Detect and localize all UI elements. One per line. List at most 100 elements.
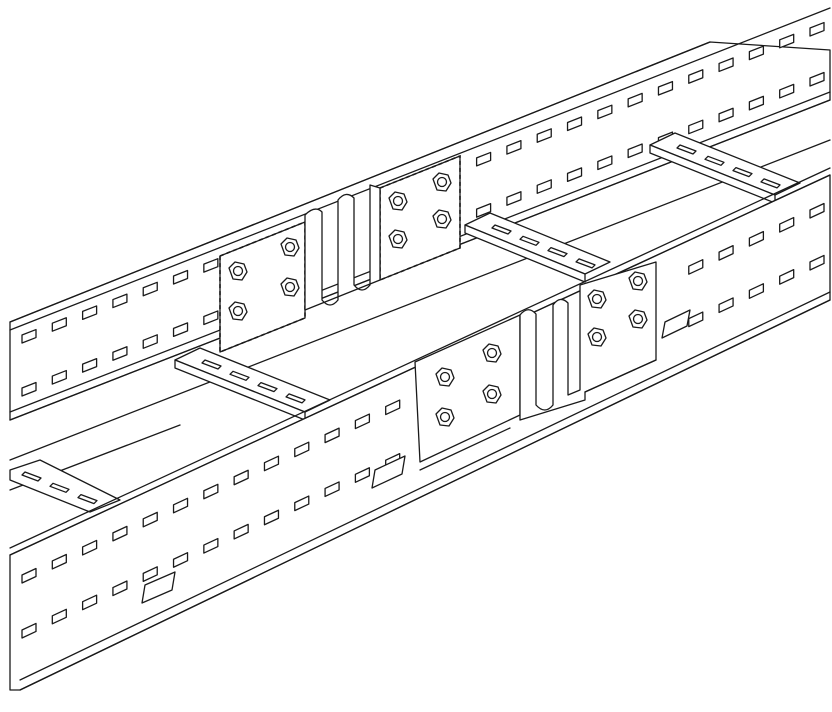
bolt-nut-icon: [435, 407, 455, 427]
slot-hole-icon: [688, 259, 704, 275]
slot-hole-icon: [627, 92, 643, 108]
slot-hole-icon: [233, 469, 249, 486]
slot-hole-icon: [203, 310, 219, 326]
slot-hole-icon: [475, 151, 492, 167]
bolt-nut-icon: [432, 209, 452, 229]
rung-slot: [760, 178, 781, 189]
slot-hole-icon: [657, 80, 674, 96]
bolt-nut-icon: [388, 229, 408, 249]
slot-hole-icon: [172, 269, 189, 285]
slot-hole-icon: [142, 281, 158, 297]
slot-hole-icon: [779, 83, 795, 99]
slot-hole-icon: [294, 495, 310, 512]
slot-hole-icon: [263, 455, 280, 472]
slot-hole-icon: [263, 509, 280, 526]
slot-hole-icon: [809, 254, 825, 271]
rung-slot: [704, 155, 725, 166]
slot-hole-icon: [688, 119, 704, 135]
slot-hole-icon: [718, 297, 734, 314]
slot-hole-icon: [142, 511, 158, 528]
slot-hole-icon: [809, 202, 825, 219]
slot-hole-icon: [172, 497, 189, 514]
slot-hole-icon: [324, 481, 340, 498]
bolt-nut-icon: [435, 367, 455, 387]
slot-hole-icon: [81, 357, 98, 373]
back-expansion-coupler: [219, 154, 461, 354]
bolt-nut-icon: [482, 384, 502, 404]
slot-hole-icon: [566, 167, 583, 183]
bolt-nut-icon: [280, 237, 300, 257]
slot-hole-icon: [779, 33, 795, 49]
rung-slot: [21, 471, 42, 482]
slot-hole-icon: [748, 45, 765, 61]
slot-hole-icon: [718, 244, 734, 261]
slot-hole-icon: [627, 143, 643, 159]
slot-hole-icon: [354, 413, 371, 430]
bolt-nut-icon: [587, 327, 607, 347]
slot-hole-icon: [51, 608, 67, 625]
slot-hole-icon: [21, 381, 37, 397]
slot-hole-icon: [809, 21, 825, 37]
rung-slot: [732, 166, 753, 178]
bolt-nut-icon: [432, 172, 452, 192]
bolt-nut-icon: [587, 289, 607, 309]
bolt-nut-icon: [228, 301, 248, 321]
slot-hole-icon: [172, 552, 189, 568]
slot-hole-icon: [142, 566, 158, 583]
slot-hole-icon: [718, 57, 734, 73]
slot-hole-icon: [203, 537, 219, 554]
slot-hole-icon: [294, 441, 310, 458]
slot-hole-icon: [81, 594, 98, 611]
rung-slot: [49, 482, 70, 493]
rung-slot: [519, 235, 540, 246]
rung-slot: [547, 246, 568, 258]
slot-hole-icon: [566, 116, 583, 132]
slot-hole-icon: [112, 580, 128, 597]
slot-hole-icon: [112, 525, 128, 542]
slot-hole-icon: [112, 346, 128, 361]
rung-slot: [229, 370, 250, 381]
slot-hole-icon: [718, 107, 734, 123]
slot-hole-icon: [51, 369, 67, 385]
slot-hole-icon: [233, 523, 249, 540]
slot-hole-icon: [51, 317, 67, 332]
slot-hole-icon: [597, 104, 613, 120]
slot-hole-icon: [506, 139, 522, 155]
slot-hole-icon: [536, 128, 552, 143]
bolt-nut-icon: [280, 277, 300, 297]
slot-hole-icon: [597, 155, 613, 171]
rung-slot: [676, 144, 697, 155]
front-expansion-coupler: [414, 261, 657, 471]
bolt-nut-icon: [228, 261, 248, 281]
slot-hole-icon: [475, 202, 492, 218]
rung-slot: [257, 381, 278, 393]
slot-hole-icon: [112, 293, 128, 309]
slot-hole-icon: [81, 305, 98, 321]
slot-hole-icon: [21, 567, 37, 584]
slot-hole-icon: [21, 622, 37, 639]
rung-slot: [575, 258, 596, 269]
bolt-nut-icon: [628, 271, 648, 291]
slot-hole-icon: [81, 539, 98, 556]
bolt-nut-icon: [388, 191, 408, 211]
rung-slot: [201, 359, 222, 370]
slot-hole-icon: [688, 69, 704, 84]
rung-slot: [77, 493, 98, 505]
slot-hole-icon: [748, 230, 765, 247]
slot-hole-icon: [142, 334, 158, 349]
slot-hole-icon: [21, 328, 37, 344]
slot-hole-icon: [324, 427, 340, 444]
slot-hole-icon: [172, 322, 189, 338]
bolt-nut-icon: [482, 343, 502, 363]
bolt-nut-icon: [628, 309, 648, 329]
slot-hole-icon: [779, 268, 795, 285]
slot-hole-icon: [809, 71, 825, 87]
slot-hole-icon: [385, 399, 401, 416]
slot-hole-icon: [779, 216, 795, 233]
slot-hole-icon: [688, 311, 704, 328]
rung-slot: [285, 393, 306, 404]
slot-hole-icon: [51, 553, 67, 570]
slot-hole-icon: [203, 483, 219, 500]
rungs: [9, 132, 801, 513]
